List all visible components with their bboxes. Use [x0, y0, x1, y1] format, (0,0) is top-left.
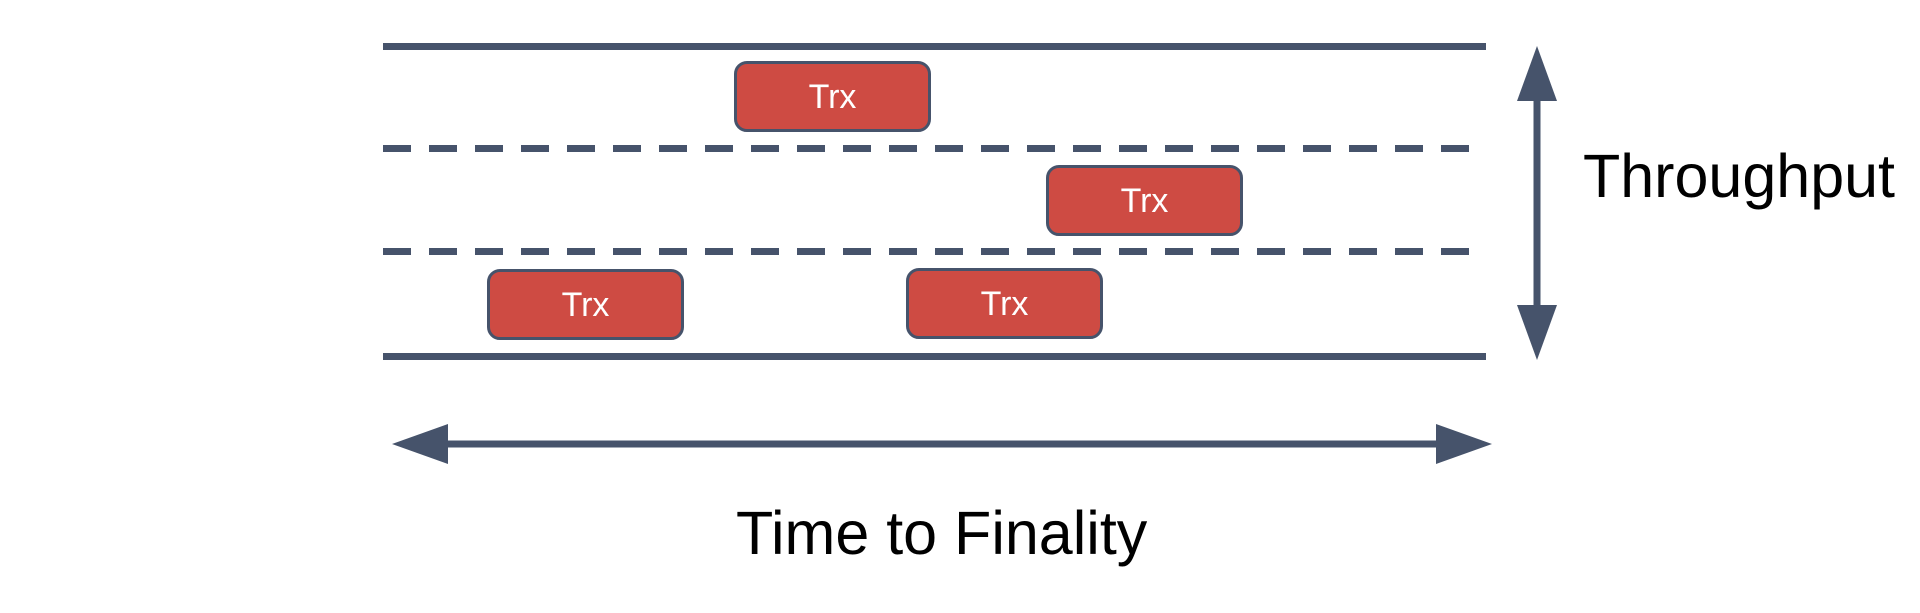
- lane-divider-dashed-line-1: [383, 145, 1486, 152]
- trx-box: Trx: [734, 61, 931, 132]
- trx-box: Trx: [906, 268, 1103, 339]
- trx-box-label: Trx: [808, 77, 857, 116]
- time-to-finality-axis-label: Time to Finality: [736, 499, 1148, 567]
- trx-box-label: Trx: [980, 284, 1029, 323]
- lane-top-line: [383, 43, 1486, 50]
- throughput-axis-label: Throughput: [1583, 142, 1895, 210]
- trx-box: Trx: [1046, 165, 1243, 236]
- trx-box-label: Trx: [561, 285, 610, 324]
- time-axis-double-arrow-icon: [392, 424, 1492, 464]
- throughput-double-arrow-icon: [1517, 46, 1557, 360]
- lane-bottom-line: [383, 353, 1486, 360]
- trx-box: Trx: [487, 269, 684, 340]
- lane-divider-dashed-line-2: [383, 248, 1486, 255]
- trx-box-label: Trx: [1120, 181, 1169, 220]
